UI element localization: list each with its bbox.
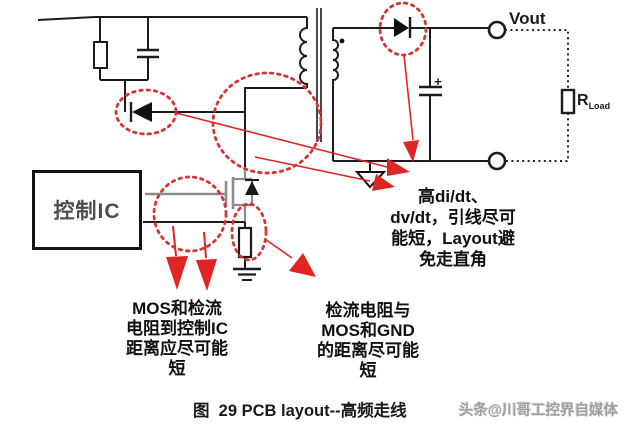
rload-symbol: R [577,92,589,109]
sense-wire [143,221,246,228]
figure-caption: 图 29 PCB layout--高频走线 [193,402,407,420]
load-wire [505,29,569,162]
clamp-diode [129,102,245,122]
note-high-di-dt: 高di/dt、 dv/dt，引线尽可 能短，Layout避 免走直角 [370,186,536,270]
load-resistor [560,88,576,115]
note-mos-to-control-ic: MOS和检流 电阻到控制IC 距离应尽可能 短 [103,299,251,379]
annotation-line: 免走直角 [419,250,487,269]
rload-label: RLoad [577,92,610,111]
watermark-text: 头条@川哥工控界自媒体 [459,403,619,419]
body-diode [245,181,259,195]
control-ic-label: 控制IC [53,200,121,223]
annotation-line: 电阻到控制IC [126,319,228,338]
highlight-ellipse-sense-resistor [230,202,268,262]
vout-terminal-icon [487,20,507,40]
output-diode [394,17,489,38]
annotation-line: 短 [359,361,377,380]
arrow-clamp-to-ground [175,112,410,176]
annotation-line: 短 [168,359,186,378]
return-terminal-icon [487,151,507,171]
annotation-line: 的距离尽可能 [317,341,419,360]
arrow-output-diode-to-ground [403,54,419,162]
snubber-capacitor [100,17,159,112]
annotation-line: dv/dt，引线尽可 [390,208,516,227]
polarity-dot [339,38,345,44]
highlight-ellipse-gate-wires [152,175,228,253]
highlight-ellipse-output-diode [378,1,428,57]
mosfet [145,167,259,222]
arrow-gate-to-note-right [196,231,217,291]
input-rail [37,16,307,21]
arrow-gate-to-note-left [166,225,188,290]
output-capacitor [419,28,442,161]
drain-node-wire [244,87,307,167]
arrow-drain-to-ground [254,156,395,191]
secondary-winding [332,28,339,161]
cap-plus-sign: + [434,74,442,89]
annotation-line: 检流电阻与 [325,301,411,320]
annotation-line: 能短，Layout避 [391,229,515,248]
arrow-sense-to-note [264,238,316,277]
control-ic-box: 控制IC [32,170,142,250]
annotation-line: 距离应尽可能 [126,339,228,358]
vout-label: Vout [509,9,546,28]
annotation-line: 高di/dt、 [418,187,488,206]
rload-subscript: Load [588,101,611,112]
highlight-ellipse-clamp-diode [114,88,178,136]
annotation-line: MOS和检流 [132,299,222,318]
primary-ground-icon [233,267,261,281]
primary-winding [299,17,308,88]
sense-resistor [237,226,253,269]
annotation-line: MOS和GND [321,321,415,340]
note-sense-resistor-gnd: 检流电阻与 MOS和GND 的距离尽可能 短 [296,301,440,381]
circuit-schematic: + [37,1,576,291]
snubber-resistor [93,17,108,80]
